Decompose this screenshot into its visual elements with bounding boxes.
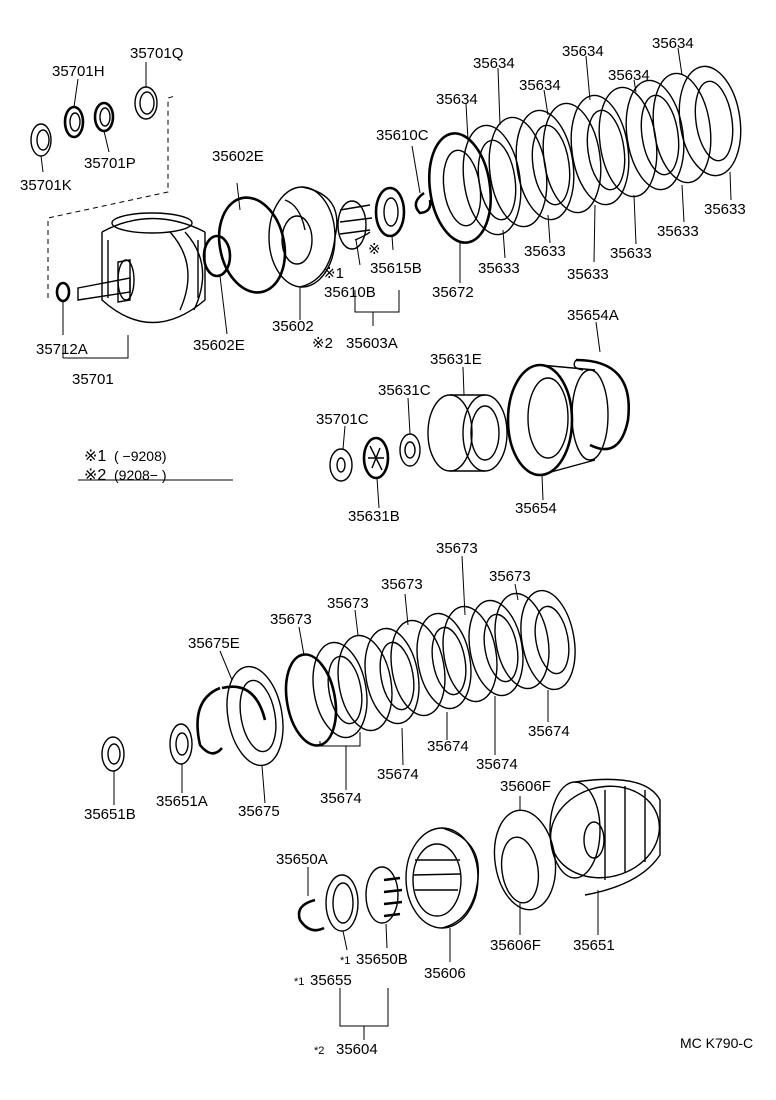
label-35675E: 35675E [188, 635, 240, 652]
label-35712A: 35712A [36, 341, 88, 358]
label-35633-b: 35633 [524, 243, 566, 260]
label-35602E-bottom: 35602E [193, 337, 245, 354]
label-35631C: 35631C [378, 382, 431, 399]
race-35631C [399, 433, 421, 467]
label-35674-b: 35674 [377, 766, 419, 783]
lower-clutch-plates [284, 589, 576, 747]
bearing-35701H [63, 105, 85, 139]
label-35615B: 35615B [370, 260, 422, 277]
flange-35675 [226, 665, 284, 767]
label-35634-d: 35634 [562, 43, 604, 60]
label-35610C: 35610C [376, 127, 429, 144]
piston-35606 [405, 827, 480, 929]
label-35675: 35675 [238, 803, 280, 820]
leader-lines [40, 47, 732, 1040]
label-35672: 35672 [432, 284, 474, 301]
label-35634-b: 35634 [436, 91, 478, 108]
label-35606: 35606 [424, 965, 466, 982]
figure-code: MC K790-C [680, 1035, 753, 1051]
marker-35604: *2 [314, 1045, 324, 1057]
snap-ring-35650A [297, 898, 325, 932]
flange-35672 [428, 132, 492, 244]
marker-35610B: ※1 [323, 265, 344, 282]
label-35674-a: 35674 [320, 790, 362, 807]
label-35604: 35604 [336, 1041, 378, 1058]
label-35651: 35651 [573, 937, 615, 954]
label-35633-c: 35633 [567, 266, 609, 283]
label-35602: 35602 [272, 318, 314, 335]
label-35606F-top: 35606F [500, 778, 551, 795]
legend-row1-text: ( −9208) [114, 448, 167, 464]
label-35673-a: 35673 [436, 540, 478, 557]
label-35673-d: 35673 [327, 595, 369, 612]
label-35701H: 35701H [52, 63, 105, 80]
marker-35655: *1 [294, 976, 304, 988]
marker-35615B: ※ [368, 241, 381, 258]
label-35654: 35654 [515, 500, 557, 517]
plate-35606F [493, 809, 557, 911]
label-35701P: 35701P [84, 155, 136, 172]
label-35634-e: 35634 [608, 67, 650, 84]
one-way-clutch-35631E [427, 394, 508, 472]
race-35701P [93, 101, 115, 133]
snap-ring-35654A [573, 358, 631, 451]
label-35674-e: 35674 [528, 723, 570, 740]
marker-35603A: ※2 [312, 335, 333, 352]
race-35701Q [134, 86, 158, 120]
label-35673-b: 35673 [489, 568, 531, 585]
label-35634-a: 35634 [473, 55, 515, 72]
legend-row1-marker: ※1 [84, 448, 106, 465]
legend-row2-marker: ※2 [84, 467, 106, 484]
label-35701C: 35701C [316, 411, 369, 428]
spring-35650B [365, 866, 403, 924]
washer-35701C [329, 448, 353, 482]
o-ring-35602E-large [217, 196, 287, 294]
label-35603A: 35603A [346, 335, 398, 352]
label-35701K: 35701K [20, 177, 72, 194]
part-labels: 35701Q 35701H 35701K 35701P 35712A 35701… [20, 35, 746, 1058]
label-35606F-bottom: 35606F [490, 937, 541, 954]
bearing-35631B [362, 436, 390, 480]
label-35631B: 35631B [348, 508, 400, 525]
bearing-35701K [30, 123, 52, 157]
label-35655: 35655 [310, 972, 352, 989]
label-35634-c: 35634 [519, 77, 561, 94]
label-35651A: 35651A [156, 793, 208, 810]
label-35631E: 35631E [430, 351, 482, 368]
label-35634-f: 35634 [652, 35, 694, 52]
label-35701: 35701 [72, 371, 114, 388]
label-35633-d: 35633 [610, 245, 652, 262]
label-35633-e: 35633 [657, 223, 699, 240]
o-ring-35602E-small [202, 234, 232, 278]
seal-35655 [325, 874, 359, 932]
marker-35650B: *1 [340, 955, 350, 967]
legend-row2-text: (9208− ) [114, 467, 167, 483]
label-35610B: 35610B [324, 284, 376, 301]
spring-35610B [337, 200, 373, 250]
bearing-35651A [169, 723, 193, 765]
legend: ※1 ( −9208) ※2 (9208− ) [84, 448, 167, 484]
snap-ring-35610C [414, 191, 432, 215]
label-35701Q: 35701Q [130, 45, 183, 62]
label-35650B: 35650B [356, 951, 408, 968]
label-35633-a: 35633 [478, 260, 520, 277]
label-35674-d: 35674 [476, 756, 518, 773]
thrust-washer-35651B [101, 736, 125, 772]
label-35673-c: 35673 [381, 576, 423, 593]
retainer-35615B [374, 186, 406, 238]
drum-35651 [549, 778, 661, 896]
label-35651B: 35651B [84, 806, 136, 823]
label-35633-f: 35633 [704, 201, 746, 218]
label-35654A: 35654A [567, 307, 619, 324]
piston-35602 [268, 186, 338, 288]
label-35673-e: 35673 [270, 611, 312, 628]
drum-35701 [47, 95, 206, 324]
label-35602E-top: 35602E [212, 148, 264, 165]
label-35650A: 35650A [276, 851, 328, 868]
clutch-plates [462, 65, 742, 236]
label-35674-c: 35674 [427, 738, 469, 755]
outer-race-35654 [506, 363, 609, 477]
snap-ring-35675E [196, 685, 267, 755]
